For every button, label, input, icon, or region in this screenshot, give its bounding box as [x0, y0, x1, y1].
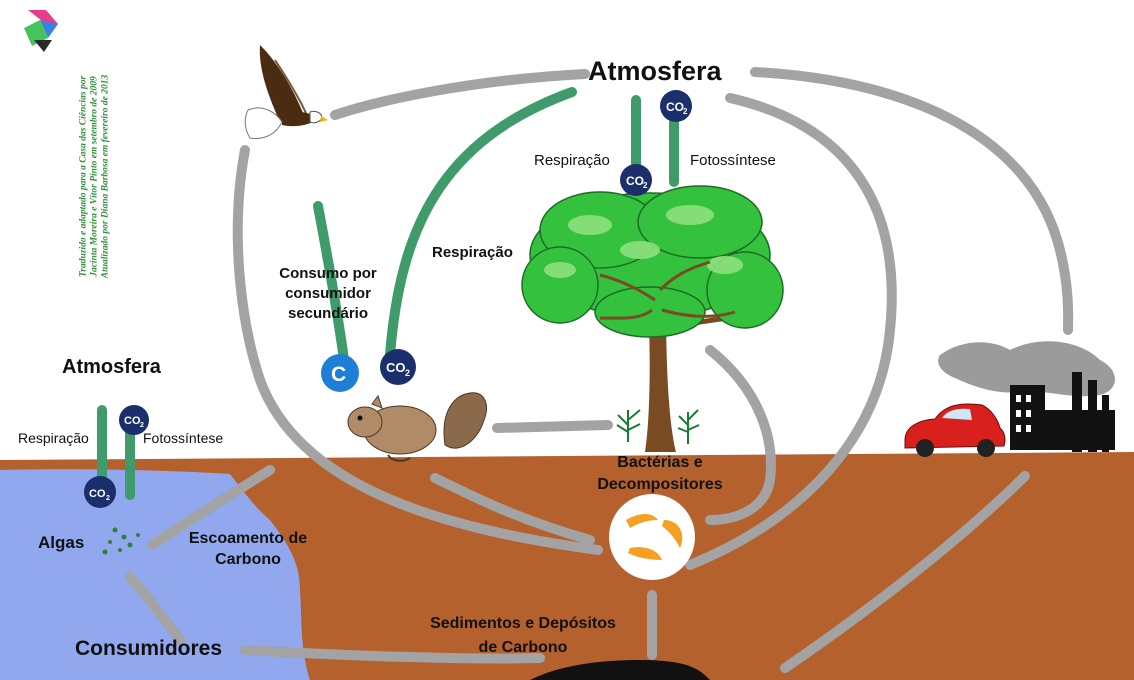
svg-text:2: 2 — [405, 368, 410, 378]
runoff-label: Escoamento de Carbono — [186, 528, 310, 570]
credits-text: Traduzido e adaptado para a Casa das Ciê… — [79, 12, 112, 342]
svg-text:CO: CO — [89, 488, 106, 500]
consumption-label: Consumo por consumidor secundário — [268, 264, 388, 324]
decomposer-circle — [609, 494, 695, 580]
svg-text:2: 2 — [643, 181, 648, 190]
svg-text:CO: CO — [666, 100, 684, 114]
sediments-label: Sedimentos e Depósitos de Carbono — [430, 612, 616, 660]
co2-badge-top: CO 2 — [660, 90, 692, 122]
svg-text:2: 2 — [683, 107, 688, 116]
atmosphere-water-label: Atmosfera — [62, 356, 161, 379]
svg-text:2: 2 — [106, 495, 110, 502]
co2-badge-algae-bottom: CO 2 — [84, 476, 116, 508]
svg-text:2: 2 — [140, 422, 144, 429]
photosynthesis-algae-label: Fotossíntese — [143, 430, 223, 446]
respiration-tree-label: Respiração — [534, 152, 610, 169]
squirrel — [348, 393, 486, 461]
logo — [24, 10, 58, 52]
photosynthesis-tree-label: Fotossíntese — [690, 152, 776, 169]
co2-badge-respiration: CO 2 — [380, 349, 416, 385]
tree — [522, 186, 783, 452]
svg-text:C: C — [331, 363, 346, 386]
atmosphere-title: Atmosfera — [588, 56, 722, 87]
decomposers-label: Bactérias e Decompositores — [590, 452, 730, 496]
eagle — [245, 45, 328, 138]
car — [905, 404, 1005, 457]
consumers-label: Consumidores — [75, 637, 222, 661]
co2-badge-tree: CO 2 — [620, 164, 652, 196]
respiration-algae-label: Respiração — [18, 430, 89, 446]
svg-text:CO: CO — [626, 174, 644, 188]
svg-text:CO: CO — [386, 360, 406, 375]
svg-text:CO: CO — [124, 415, 141, 427]
carbon-badge: C — [321, 354, 359, 392]
respiration-animals-label: Respiração — [432, 244, 513, 261]
algae-label: Algas — [38, 533, 84, 553]
